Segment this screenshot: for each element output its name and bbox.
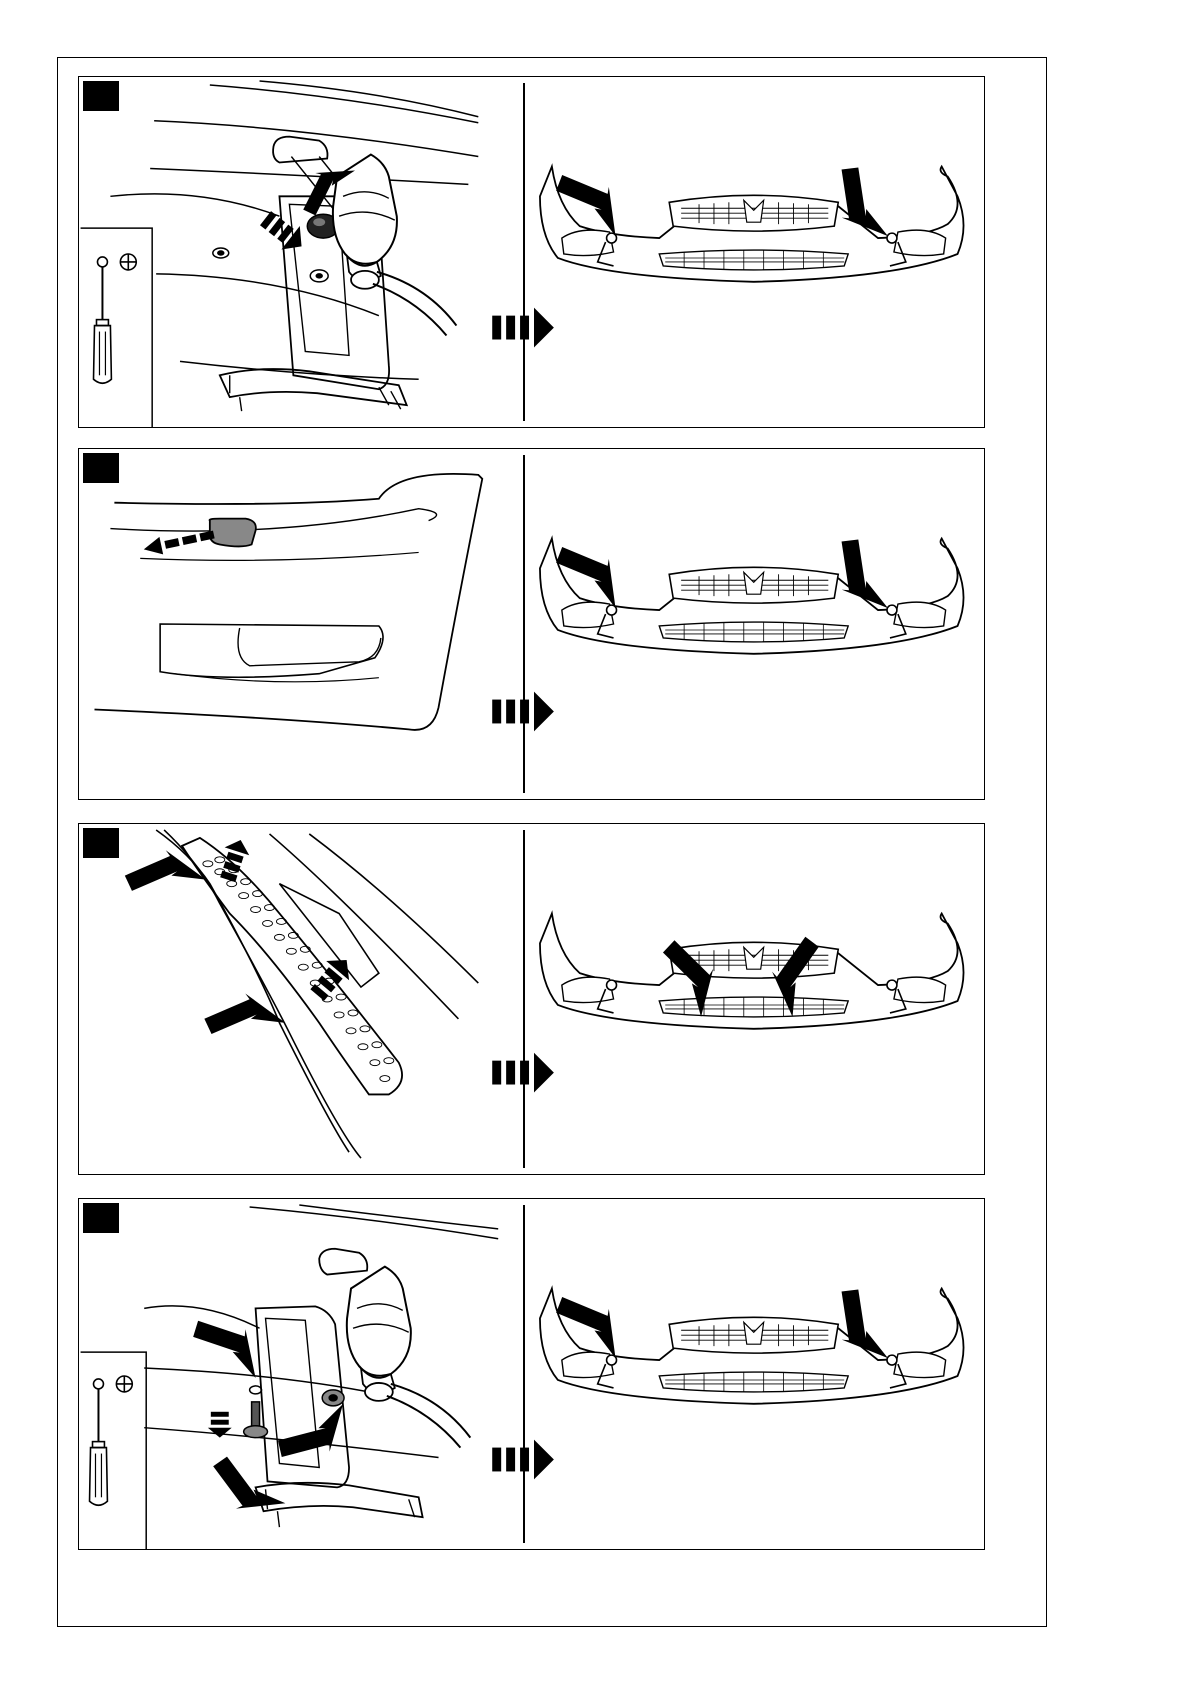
front-bumper-lower-grille-illustration	[540, 913, 964, 1028]
step-badge	[83, 453, 119, 483]
heat-gun-illustration	[347, 1267, 471, 1448]
step-panel-4	[78, 1198, 985, 1550]
heat-gun-screw-refit-illustration	[144, 1205, 498, 1527]
front-bumper-side-fasteners-illustration	[540, 166, 964, 281]
front-bumper-side-fasteners-illustration	[540, 538, 964, 653]
step-panel-2	[78, 448, 985, 800]
tool-box	[81, 228, 153, 427]
step-4-artwork	[79, 1199, 984, 1549]
step-1-artwork	[79, 77, 984, 427]
bumper-trim-cap-removal-illustration	[94, 474, 482, 730]
front-bumper-side-fasteners-illustration	[540, 1288, 964, 1403]
step-2-artwork	[79, 449, 984, 799]
panel-divider	[523, 455, 525, 793]
step-badge	[83, 81, 119, 111]
clip-pointer-arrow-icon	[121, 840, 211, 913]
step-panel-3	[78, 823, 985, 1175]
panel-divider	[523, 1205, 525, 1543]
screwdriver-icon	[94, 254, 137, 383]
clip-pointer-arrow-icon	[200, 983, 290, 1056]
tool-box	[81, 1352, 147, 1549]
panel-divider	[523, 83, 525, 421]
heat-gun-illustration	[333, 155, 457, 336]
step-badge	[83, 1203, 119, 1233]
screwdriver-icon	[90, 1376, 133, 1505]
panel-divider	[523, 830, 525, 1168]
grille-mesh-pattern	[203, 857, 394, 1082]
step-panel-1	[78, 76, 985, 428]
step-badge	[83, 828, 119, 858]
step-3-artwork	[79, 824, 984, 1174]
lift-dash-arrow-icon	[306, 950, 358, 1004]
